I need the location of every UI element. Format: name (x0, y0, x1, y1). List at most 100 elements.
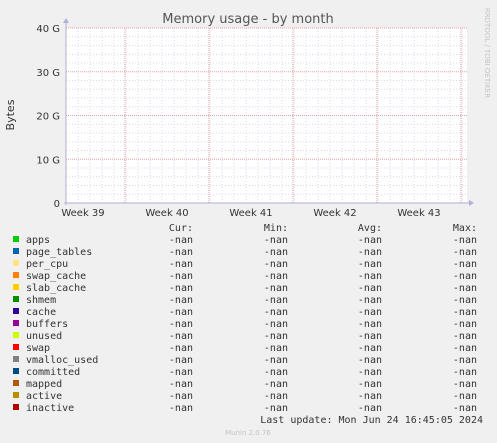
legend-value-max: -nan (453, 379, 477, 390)
legend-value-min: -nan (264, 235, 288, 246)
y-tick-label: 10 G (36, 155, 60, 166)
y-tick-label: 30 G (36, 68, 60, 79)
legend-swatch (13, 272, 19, 278)
legend-series-name: swap_cache (26, 271, 86, 282)
plot-area: 0 10 G 20 G 30 G 40 G Week 39 Week 40 Week 41 We… (36, 18, 474, 219)
legend-value-max: -nan (453, 367, 477, 378)
legend-value-cur: -nan (169, 343, 193, 354)
rrdtool-watermark: RRDTOOL / TOBI OETIKER (483, 8, 491, 98)
last-update-text: Last update: Mon Jun 24 16:45:05 2024 (260, 415, 483, 426)
legend-value-cur: -nan (169, 235, 193, 246)
legend-value-avg: -nan (358, 295, 382, 306)
legend-swatch (13, 344, 19, 350)
legend-value-min: -nan (264, 271, 288, 282)
legend-value-min: -nan (264, 343, 288, 354)
legend-swatch (13, 356, 19, 362)
legend-value-min: -nan (264, 331, 288, 342)
legend: Cur:Min:Avg:Max:apps-nan-nan-nan-nanpage… (13, 223, 477, 414)
legend-value-max: -nan (453, 355, 477, 366)
legend-value-cur: -nan (169, 247, 193, 258)
legend-value-max: -nan (453, 283, 477, 294)
legend-series-name: active (26, 391, 62, 402)
y-tick-label: 40 G (36, 24, 60, 35)
legend-value-cur: -nan (169, 307, 193, 318)
legend-series-name: unused (26, 331, 62, 342)
legend-series-name: vmalloc_used (26, 355, 98, 366)
legend-value-avg: -nan (358, 283, 382, 294)
legend-series-name: cache (26, 307, 56, 318)
legend-value-max: -nan (453, 343, 477, 354)
x-tick-label: Week 42 (313, 208, 356, 219)
legend-swatch (13, 260, 19, 266)
legend-value-avg: -nan (358, 331, 382, 342)
y-tick-label: 0 (54, 199, 60, 210)
legend-value-max: -nan (453, 391, 477, 402)
legend-swatch (13, 296, 19, 302)
x-tick-label: Week 39 (61, 208, 104, 219)
legend-swatch (13, 392, 19, 398)
legend-value-avg: -nan (358, 391, 382, 402)
legend-value-cur: -nan (169, 271, 193, 282)
legend-series-name: committed (26, 367, 80, 378)
legend-value-min: -nan (264, 367, 288, 378)
legend-swatch (13, 236, 19, 242)
legend-value-avg: -nan (358, 271, 382, 282)
legend-value-max: -nan (453, 319, 477, 330)
x-tick-label: Week 41 (229, 208, 272, 219)
legend-swatch (13, 308, 19, 314)
legend-value-cur: -nan (169, 319, 193, 330)
legend-value-cur: -nan (169, 403, 193, 414)
legend-series-name: swap (26, 343, 50, 354)
legend-swatch (13, 380, 19, 386)
legend-value-min: -nan (264, 247, 288, 258)
legend-value-avg: -nan (358, 319, 382, 330)
legend-series-name: page_tables (26, 247, 92, 258)
legend-header-avg: Avg: (358, 223, 382, 234)
legend-value-max: -nan (453, 271, 477, 282)
legend-value-cur: -nan (169, 391, 193, 402)
legend-header-min: Min: (264, 223, 288, 234)
legend-value-min: -nan (264, 307, 288, 318)
legend-value-cur: -nan (169, 331, 193, 342)
legend-value-cur: -nan (169, 295, 193, 306)
legend-value-avg: -nan (358, 259, 382, 270)
legend-value-min: -nan (264, 283, 288, 294)
legend-swatch (13, 368, 19, 374)
legend-value-max: -nan (453, 307, 477, 318)
legend-value-cur: -nan (169, 259, 193, 270)
chart-title: Memory usage - by month (162, 12, 333, 27)
x-tick-label: Week 43 (397, 208, 440, 219)
legend-value-max: -nan (453, 235, 477, 246)
legend-value-avg: -nan (358, 403, 382, 414)
legend-series-name: buffers (26, 319, 68, 330)
legend-swatch (13, 332, 19, 338)
y-axis-label: Bytes (4, 99, 17, 130)
legend-series-name: mapped (26, 379, 62, 390)
legend-value-avg: -nan (358, 307, 382, 318)
x-tick-label: Week 40 (145, 208, 188, 219)
legend-series-name: apps (26, 235, 50, 246)
legend-series-name: shmem (26, 295, 56, 306)
legend-swatch (13, 320, 19, 326)
legend-value-min: -nan (264, 403, 288, 414)
munin-version-footer: Munin 2.0.76 (225, 429, 271, 437)
legend-value-max: -nan (453, 247, 477, 258)
legend-value-min: -nan (264, 319, 288, 330)
legend-value-min: -nan (264, 295, 288, 306)
legend-series-name: per_cpu (26, 259, 68, 270)
legend-value-max: -nan (453, 295, 477, 306)
legend-header-cur: Cur: (169, 223, 193, 234)
legend-value-avg: -nan (358, 343, 382, 354)
legend-value-cur: -nan (169, 355, 193, 366)
legend-series-name: inactive (26, 403, 74, 414)
legend-value-max: -nan (453, 403, 477, 414)
legend-value-min: -nan (264, 391, 288, 402)
legend-value-max: -nan (453, 331, 477, 342)
legend-swatch (13, 284, 19, 290)
legend-value-avg: -nan (358, 235, 382, 246)
legend-value-min: -nan (264, 379, 288, 390)
legend-value-max: -nan (453, 259, 477, 270)
legend-swatch (13, 248, 19, 254)
x-axis-arrow (469, 200, 474, 206)
y-tick-label: 20 G (36, 112, 60, 123)
